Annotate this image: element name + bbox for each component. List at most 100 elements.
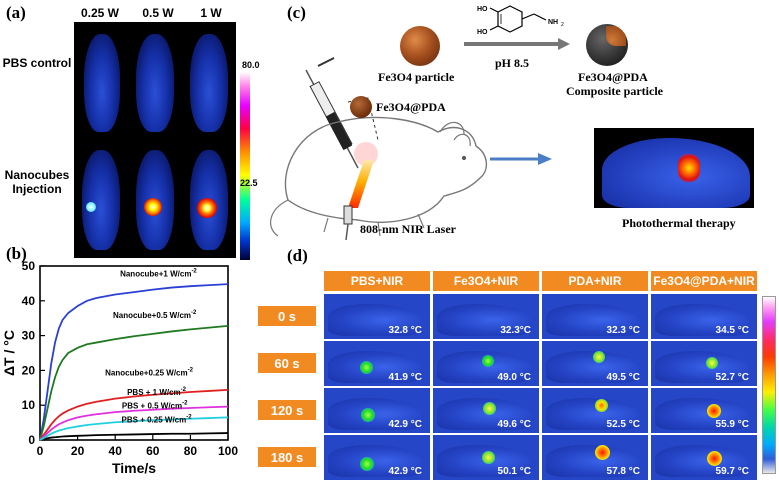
annotation-superscript: -2 xyxy=(188,368,194,374)
mouse-thermal xyxy=(82,150,120,250)
series-line-0 xyxy=(39,283,229,441)
row-label-pbs: PBS control xyxy=(2,56,72,70)
y-tick-label: 10 xyxy=(22,398,36,412)
mouse-body xyxy=(328,444,422,478)
heat-spot xyxy=(707,403,722,418)
therapy-mouse xyxy=(602,138,750,208)
thermal-cell: 34.5 °C xyxy=(651,294,757,339)
thermal-cell: 32.3°C xyxy=(433,294,539,339)
series-line-5 xyxy=(39,416,229,441)
temperature-readout: 42.9 °C xyxy=(388,466,422,477)
temperature-readout: 34.5 °C xyxy=(715,325,749,336)
composite-label-2: Composite particle xyxy=(566,84,663,98)
process-arrow xyxy=(490,153,552,165)
panel-b-label: (b) xyxy=(6,244,27,263)
annotation-text: Nanocube+1 W/cm xyxy=(120,269,191,278)
series-annotation: PBS + 0.25 W/cm-2 xyxy=(122,415,193,425)
therapy-label: Photothermal therapy xyxy=(622,216,736,230)
thermal-cell: 41.9 °C xyxy=(324,341,430,386)
photothermal-image xyxy=(594,128,754,208)
temperature-readout: 50.1 °C xyxy=(497,466,531,477)
fe3o4-particle-label: Fe3O4 particle xyxy=(378,70,454,85)
thermal-cell: 32.8 °C xyxy=(324,294,430,339)
mouse-body xyxy=(328,303,422,337)
heat-spot xyxy=(360,456,375,471)
y-tick-label: 50 xyxy=(22,259,36,273)
heat-spot xyxy=(592,350,605,363)
mouse-body xyxy=(546,303,640,337)
x-tick-label: 100 xyxy=(218,444,238,458)
thermal-cell: 49.5 °C xyxy=(542,341,648,386)
hotspot xyxy=(197,198,217,218)
heat-spot xyxy=(360,361,374,375)
row-header-0: 0 s xyxy=(258,306,316,326)
x-tick-label: 60 xyxy=(146,444,160,458)
thermal-cell: 55.9 °C xyxy=(651,388,757,433)
heat-spot xyxy=(482,402,496,416)
annotation-text: PBS + 0.25 W/cm xyxy=(122,416,187,425)
temperature-readout: 42.9 °C xyxy=(388,419,422,430)
reaction-condition: pH 8.5 xyxy=(495,56,530,70)
annotation-text: PBS + 0.5 W/cm xyxy=(122,402,182,411)
y-axis-label: ΔT / °C xyxy=(1,330,17,376)
colorbar-d xyxy=(762,296,776,474)
mouse-body xyxy=(328,350,422,384)
temperature-readout: 59.7 °C xyxy=(715,466,749,477)
x-tick-label: 20 xyxy=(71,444,85,458)
series-annotation: Nanocube+0.25 W/cm-2 xyxy=(105,368,193,378)
x-axis-label: Time/s xyxy=(112,460,156,476)
y-tick-label: 40 xyxy=(22,294,36,308)
col-header-1: 0.5 W xyxy=(142,6,174,20)
mouse-body xyxy=(437,303,531,337)
mouse-body xyxy=(655,303,749,337)
mouse-thermal xyxy=(84,34,120,132)
series-annotation: PBS + 1 W/cm-2 xyxy=(127,387,187,397)
heat-spot xyxy=(481,450,495,464)
row-header-1: 60 s xyxy=(258,353,316,373)
thermal-cell: 59.7 °C xyxy=(651,435,757,480)
heat-spot xyxy=(595,444,610,460)
svg-text:HO: HO xyxy=(477,6,488,13)
series-line-3 xyxy=(39,388,229,441)
annotation-text: PBS + 1 W/cm xyxy=(127,388,181,397)
mouse-body xyxy=(546,397,640,431)
column-header-3: Fe3O4@PDA+NIR xyxy=(651,271,757,291)
x-tick-label: 0 xyxy=(37,444,44,458)
column-header-0: PBS+NIR xyxy=(324,271,430,291)
thermal-cell: 49.6 °C xyxy=(433,388,539,433)
panel-d-label: (d) xyxy=(287,246,308,265)
colorbar-max: 80.0 xyxy=(242,60,260,70)
series-line-4 xyxy=(39,405,229,441)
panel-c-label: (c) xyxy=(287,3,306,22)
syringe-icon xyxy=(305,57,359,169)
row-label-nanocubes: Nanocubes Injection xyxy=(4,168,70,196)
annotation-superscript: -2 xyxy=(186,415,192,421)
mouse-drawing xyxy=(270,57,487,241)
y-tick-label: 20 xyxy=(22,363,36,377)
col-header-2: 1 W xyxy=(200,6,222,20)
temperature-readout: 52.5 °C xyxy=(606,419,640,430)
thermal-cell: 32.3 °C xyxy=(542,294,648,339)
col-header-0: 0.25 W xyxy=(80,6,119,20)
svg-text:NH: NH xyxy=(548,19,558,26)
annotation-text: Nanocube+0.25 W/cm xyxy=(105,369,187,378)
hotspot xyxy=(86,202,96,212)
column-header-2: PDA+NIR xyxy=(542,271,648,291)
annotation-superscript: -2 xyxy=(182,401,188,407)
thermal-cell: 42.9 °C xyxy=(324,435,430,480)
annotation-superscript: -2 xyxy=(181,387,187,393)
plot-frame xyxy=(39,265,229,441)
series-annotation: PBS + 0.5 W/cm-2 xyxy=(122,401,188,411)
thermal-cell: 57.8 °C xyxy=(542,435,648,480)
series-annotation: Nanocube+0.5 W/cm-2 xyxy=(113,310,197,320)
heat-spot xyxy=(361,408,376,423)
temperature-readout: 52.7 °C xyxy=(715,372,749,383)
mouse-body xyxy=(655,350,749,384)
svg-text:HO: HO xyxy=(477,29,488,36)
heat-spot xyxy=(706,356,719,369)
row-header-2: 120 s xyxy=(258,400,316,420)
thermal-grid-a xyxy=(74,22,236,258)
thermal-cell: 52.5 °C xyxy=(542,388,648,433)
temperature-readout: 57.8 °C xyxy=(606,466,640,477)
